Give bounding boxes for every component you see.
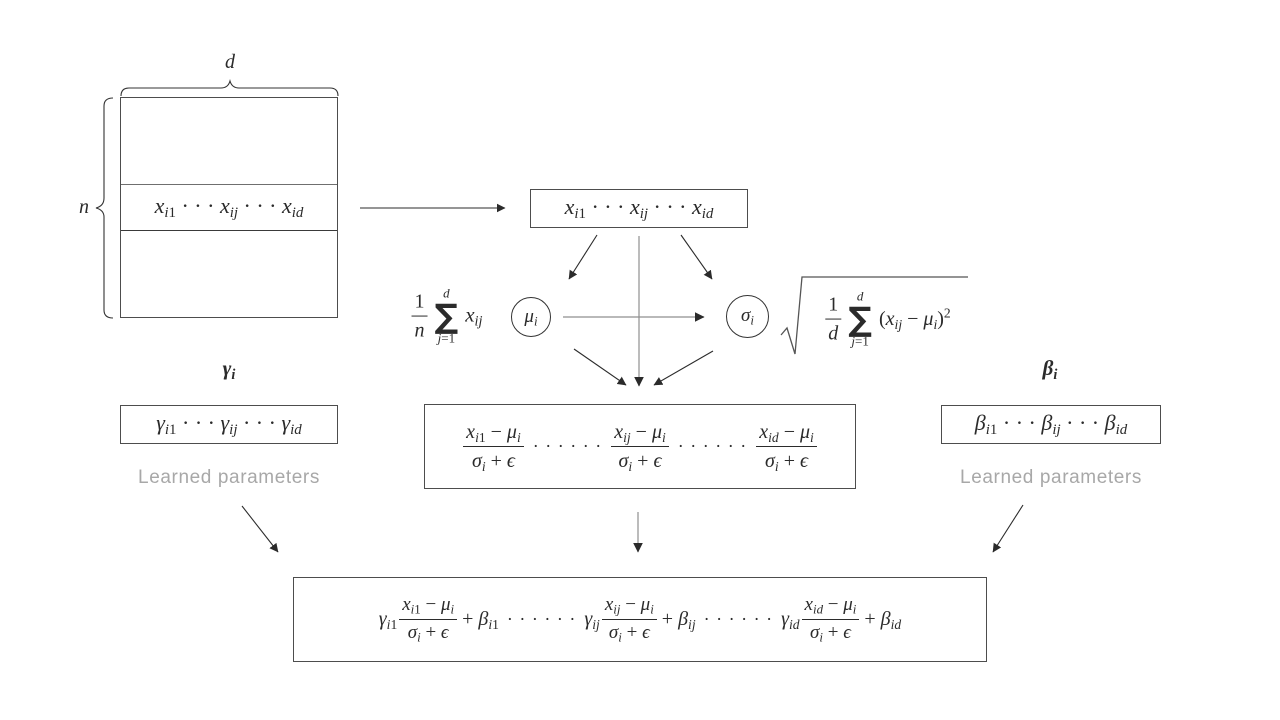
arrow-mu-to-normalized — [573, 348, 627, 386]
beta-title: βi — [1042, 355, 1058, 383]
output-term-1: γi1 xi1 − μi σi + ϵ + βi1 — [378, 594, 499, 645]
fraction-bar — [399, 619, 458, 620]
beta-caption: Learned parameters — [960, 467, 1142, 488]
ellipsis-separator: · · · · · · — [703, 608, 774, 629]
fraction-bar — [611, 446, 669, 447]
beta-box: βi1 · · · βij · · · βid — [941, 405, 1161, 444]
mean-formula: 1 n d ∑ j=1 xij — [411, 285, 483, 347]
fraction-bar — [825, 318, 842, 320]
output-term-3: γid xid − μi σi + ϵ + βid — [781, 594, 902, 645]
fraction-bar — [463, 446, 524, 447]
normalized-term-3: xid − μi σi + ϵ — [756, 420, 817, 474]
arrow-gamma-to-output — [241, 505, 279, 553]
input-matrix: xi1 · · · xij · · · xid — [120, 97, 338, 318]
normalized-term-1: xi1 − μi σi + ϵ — [463, 420, 524, 474]
sigma-circle: σi — [726, 295, 769, 338]
std-fraction: 1 d — [825, 293, 842, 346]
ellipsis-separator: · · · · · · — [506, 608, 577, 629]
normalized-vector-box: xi1 − μi σi + ϵ · · · · · · xij − μi σi … — [424, 404, 856, 489]
ellipsis-separator: · · · · · · — [677, 435, 748, 456]
row-vector-box: xi1 · · · xij · · · xid — [530, 189, 748, 228]
sigma-label: σi — [741, 305, 754, 328]
mean-operand: xij — [465, 302, 483, 330]
row-vector-values: xi1 · · · xij · · · xid — [564, 194, 714, 223]
output-box: γi1 xi1 − μi σi + ϵ + βi1 · · · · · · γi… — [293, 577, 987, 662]
gamma-title: γi — [222, 355, 236, 383]
matrix-empty-rows-top — [121, 98, 337, 184]
std-summation: d ∑ j=1 — [848, 288, 872, 349]
arrow-sigma-to-normalized — [653, 350, 714, 386]
std-operand: (xij − μi)2 — [878, 305, 951, 332]
mean-fraction: 1 n — [411, 290, 428, 343]
sigma-sum-icon: ∑ — [848, 299, 872, 339]
output-term-2: γij xij − μi σi + ϵ + βij — [584, 594, 696, 645]
matrix-rows-brace — [95, 97, 114, 319]
ellipsis-separator: · · · · · · — [532, 435, 603, 456]
output-fraction-1: xi1 − μi σi + ϵ — [399, 594, 458, 645]
matrix-row-values: xi1 · · · xij · · · xid — [154, 193, 304, 222]
matrix-cols-dim-label: d — [225, 51, 235, 73]
gamma-box: γi1 · · · γij · · · γid — [120, 405, 338, 444]
output-fraction-3: xid − μi σi + ϵ — [801, 594, 860, 645]
normalized-term-2: xij − μi σi + ϵ — [611, 420, 669, 474]
fraction-bar — [801, 619, 860, 620]
matrix-cols-brace — [120, 79, 339, 97]
mu-circle: μi — [511, 297, 551, 337]
fraction-bar — [756, 446, 817, 447]
mu-label: μi — [524, 305, 538, 329]
beta-values: βi1 · · · βij · · · βid — [974, 410, 1128, 439]
fraction-bar — [411, 315, 428, 317]
matrix-empty-rows-bottom — [121, 231, 337, 317]
matrix-rows-dim-label: n — [79, 196, 89, 218]
fraction-bar — [601, 619, 657, 620]
arrow-beta-to-output — [992, 504, 1024, 553]
mean-summation: d ∑ j=1 — [434, 285, 459, 346]
output-fraction-2: xij − μi σi + ϵ — [601, 594, 657, 645]
sigma-sum-icon: ∑ — [434, 296, 459, 336]
std-formula: 1 d d ∑ j=1 (xij − μi)2 — [825, 288, 951, 350]
gamma-values: γi1 · · · γij · · · γid — [156, 410, 302, 439]
matrix-selected-row: xi1 · · · xij · · · xid — [121, 184, 337, 231]
arrow-vector-to-sigma — [680, 234, 713, 280]
gamma-caption: Learned parameters — [138, 467, 320, 488]
arrow-vector-to-mu — [568, 234, 598, 280]
